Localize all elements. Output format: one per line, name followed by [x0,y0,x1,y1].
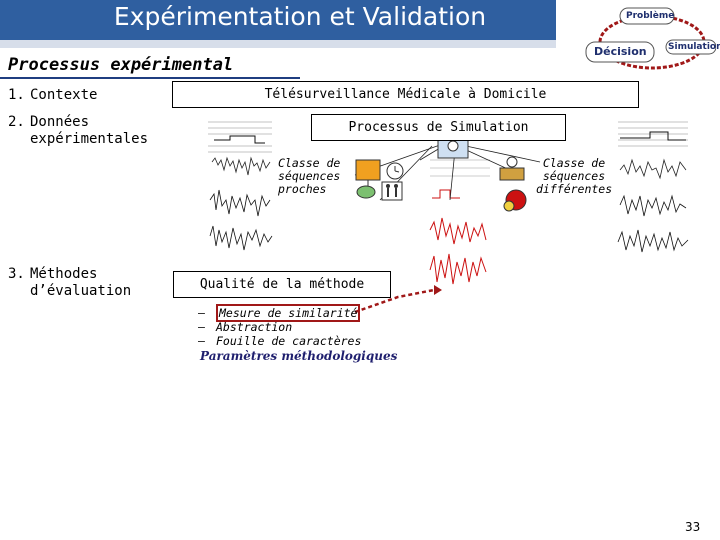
signal-panel-right [617,121,689,253]
subtitle-underline [0,77,300,79]
tv-icon [355,159,381,186]
class-far-line: différentes [536,182,613,196]
quality-box: Qualité de la méthode [173,271,391,298]
list-item: — Mesure de similarité [198,304,361,322]
bullet-dash: — [198,320,205,334]
class-far-line: séquences [542,169,606,183]
section-label-line2: d’évaluation [30,283,132,299]
simulation-box: Processus de Simulation [311,114,566,141]
logo-decision-label: Décision [594,45,647,58]
list-item: — Abstraction [198,320,361,334]
method-parameters-label: Paramètres méthodologiques [200,349,398,363]
class-near-label: Classe de séquences proches [278,157,340,196]
restroom-icon [381,181,403,201]
class-near-line: proches [278,182,327,196]
title-stripe [0,40,556,48]
section-context: 1. Contexte [8,87,97,104]
context-box: Télésurveillance Médicale à Domicile [172,81,639,108]
bullet-text: Fouille de caractères [216,334,362,348]
bullet-text: Abstraction [216,320,293,334]
clock-icon [386,162,404,180]
section-label-line2: expérimentales [30,131,149,147]
section-label: Méthodes [30,266,98,282]
section-label: Données [30,114,90,130]
section-number: 1. [8,87,25,103]
section-label: Contexte [30,87,98,103]
slide-title: Expérimentation et Validation [113,2,487,31]
bullet-dash: — [198,334,205,348]
cycle-logo: Problème Décision Simulation [580,4,720,74]
logo-simulation-label: Simulation [668,42,720,52]
section-methods: 3. Méthodes d’évaluation [8,266,131,300]
section-subtitle: Processus expérimental [8,55,234,75]
class-far-label: Classe de séquences différentes [536,157,612,196]
title-bar [0,0,556,48]
signal-panel-center [429,159,490,285]
method-bullet-list: — Mesure de similarité — Abstraction — Foui… [198,304,361,348]
section-data: 2. Données expérimentales [8,114,148,148]
section-number: 3. [8,266,25,282]
bullet-text-highlighted: Mesure de similarité [216,304,361,322]
logo-problem-label: Problème [626,11,675,21]
phone-icon [356,185,376,199]
alarm-icon [503,189,527,212]
class-near-line: séquences [278,169,341,183]
feedback-arrow [354,285,442,314]
cooking-icon [499,156,525,181]
bullet-dash: — [198,306,205,320]
section-number: 2. [8,114,25,130]
class-far-line: Classe de [542,156,606,170]
class-near-line: Classe de [278,156,341,170]
cycle-arrows-icon [585,7,716,70]
page-number: 33 [685,520,701,534]
list-item: — Fouille de caractères [198,334,361,348]
signal-panel-left [208,121,273,251]
